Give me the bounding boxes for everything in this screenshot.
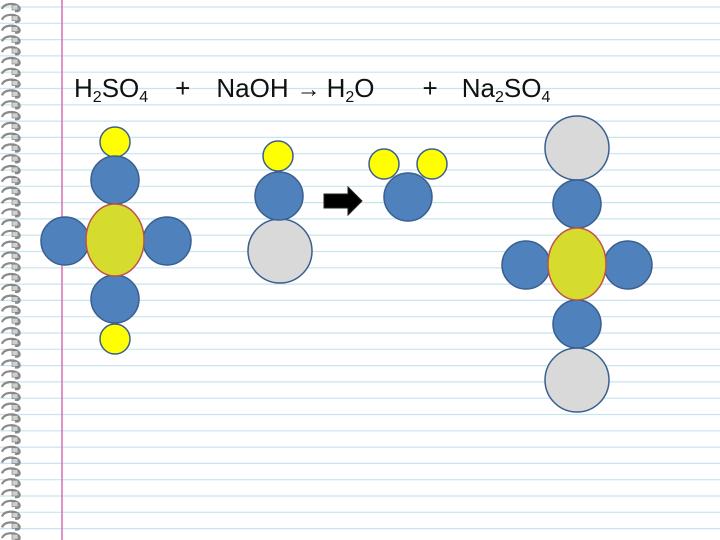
binding-hole (11, 393, 19, 400)
binding-hole (11, 490, 19, 497)
binding-hole (11, 382, 19, 389)
binding-hole (11, 220, 19, 227)
binding-hole (11, 501, 19, 508)
oxygen-atom (501, 240, 551, 290)
hydrogen-atom (416, 148, 448, 180)
product-sodium-sulfate: Na2SO4 (462, 68, 551, 118)
binding-hole (11, 134, 19, 140)
oxygen-atom (603, 240, 653, 290)
oxygen-atom (552, 299, 602, 349)
subscript: 2 (92, 89, 102, 106)
sodium-atom (544, 115, 610, 181)
formula-part: H (326, 73, 346, 103)
oxygen-atom (142, 216, 192, 266)
reactant-sulfuric-acid: H2SO4 (74, 68, 148, 118)
yields-arrow-icon: → (296, 76, 321, 103)
formula-part: O (354, 73, 375, 103)
subscript: 4 (139, 89, 149, 106)
binding-hole (11, 123, 19, 130)
plus-sign: + (175, 73, 191, 103)
binding-hole (11, 458, 19, 464)
binding-hole (11, 253, 19, 259)
binding-hole (11, 415, 19, 421)
binding-hole (11, 209, 19, 216)
binding-hole (11, 155, 19, 162)
binding-hole (11, 274, 19, 281)
oxygen-atom (90, 274, 140, 324)
formula-part: H (74, 73, 93, 103)
subscript: 4 (541, 89, 551, 106)
binding-hole (11, 339, 19, 346)
binding-hole (11, 512, 19, 518)
binding-hole (11, 296, 19, 302)
sodium-hydroxide-molecule-icon (247, 140, 313, 284)
binding-hole (11, 436, 19, 443)
binding-hole (11, 317, 19, 324)
binding-hole (11, 523, 19, 529)
binding-hole (11, 231, 19, 238)
binding-hole (11, 188, 19, 194)
binding-hole (11, 371, 19, 378)
binding-hole (11, 112, 19, 119)
sulfur-atom (85, 203, 145, 277)
product-water: H2O (327, 68, 375, 118)
hydrogen-atom (262, 140, 294, 172)
binding-hole (11, 166, 19, 173)
sodium-atom (247, 218, 313, 284)
binding-hole (11, 15, 19, 22)
binding-hole (11, 533, 19, 540)
oxygen-atom (383, 172, 433, 222)
binding-hole (11, 91, 19, 97)
hydrogen-atom (99, 323, 131, 355)
hydrogen-atom (368, 148, 400, 180)
hydrogen-atom (99, 126, 131, 158)
sodium-atom (544, 347, 610, 413)
sulfur-atom (547, 227, 607, 301)
formula-part: SO (503, 73, 542, 103)
binding-hole (11, 242, 19, 248)
reaction-arrow-icon (323, 185, 363, 217)
sulfuric-acid-molecule-icon (40, 126, 192, 355)
binding-hole (11, 307, 19, 313)
binding-hole (11, 58, 19, 65)
oxygen-atom (254, 171, 304, 221)
binding-hole (11, 447, 19, 454)
binding-hole (11, 425, 19, 432)
binding-hole (11, 328, 19, 335)
binding-hole (11, 469, 19, 475)
binding-hole (11, 4, 19, 11)
binding-hole (11, 26, 19, 32)
plus-sign: + (422, 73, 438, 103)
binding-hole (11, 69, 19, 76)
chemical-equation: H2SO4+NaOH→H2O+Na2SO4 (74, 68, 550, 118)
binding-hole (11, 361, 19, 367)
oxygen-atom (552, 179, 602, 229)
binding-hole (11, 80, 19, 86)
binding-hole (11, 101, 19, 108)
formula-part: SO (101, 73, 140, 103)
subscript: 2 (345, 89, 355, 106)
binding-hole (11, 285, 19, 292)
subscript: 2 (494, 89, 504, 106)
spiral-binding (0, 2, 21, 540)
oxygen-atom (40, 216, 90, 266)
oxygen-atom (90, 155, 140, 205)
binding-hole (11, 37, 19, 43)
binding-hole (11, 263, 19, 270)
formula-part: Na (461, 73, 495, 103)
sodium-sulfate-molecule-icon (501, 115, 653, 413)
reaction-arrow (323, 185, 363, 217)
binding-hole (11, 145, 19, 151)
binding-hole (11, 199, 19, 205)
reactant-sodium-hydroxide: NaOH (216, 73, 289, 103)
binding-hole (11, 479, 19, 486)
binding-hole (11, 404, 19, 410)
binding-hole (11, 177, 19, 184)
binding-hole (11, 47, 19, 54)
water-molecule-icon (368, 148, 448, 222)
binding-hole (11, 350, 19, 356)
